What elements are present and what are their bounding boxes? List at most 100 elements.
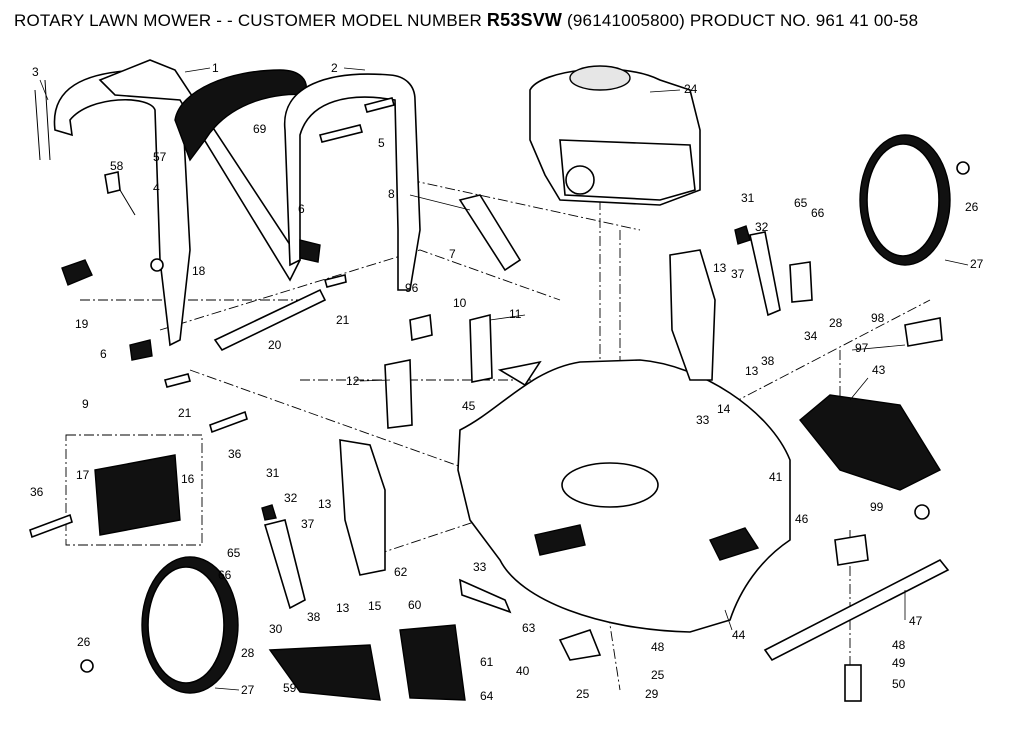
- bolt-18: [150, 258, 164, 272]
- callout-5: 5: [378, 136, 385, 150]
- nut-99: [914, 504, 930, 520]
- nut-26b: [956, 161, 970, 175]
- callout-44: 44: [732, 628, 746, 642]
- flap-kit-box: [65, 434, 203, 546]
- callout-61: 61: [480, 655, 494, 669]
- handle-bracket: [458, 194, 522, 272]
- callout-37b: 37: [301, 517, 315, 531]
- callout-63: 63: [522, 621, 536, 635]
- callout-29: 29: [645, 687, 659, 701]
- bolt-36a: [29, 513, 73, 539]
- model-number: R53SVW: [486, 10, 563, 30]
- callout-48a: 48: [651, 640, 665, 654]
- lower-handle: [284, 73, 421, 291]
- mulch-plug-64: [399, 624, 466, 701]
- bolt-5b: [364, 97, 395, 113]
- arm-32a: [263, 519, 306, 610]
- callout-25a: 25: [651, 668, 665, 682]
- callout-98: 98: [871, 311, 885, 325]
- callout-labels: 1 2 3 4 5 6 6 7 8 9 10 11 12 13 13 13 13…: [30, 61, 984, 703]
- callout-50: 50: [892, 677, 906, 691]
- callout-36b: 36: [30, 485, 44, 499]
- cutting-parts: [763, 317, 950, 702]
- handle-bar: [98, 59, 301, 282]
- callout-33b: 33: [473, 560, 487, 574]
- plate-11: [469, 313, 493, 383]
- callout-17: 17: [76, 468, 90, 482]
- flap-17: [94, 454, 181, 536]
- callout-32a: 32: [755, 220, 769, 234]
- callout-1: 1: [212, 61, 219, 75]
- callout-60: 60: [408, 598, 422, 612]
- leader-lines: [39, 67, 969, 691]
- callout-34: 34: [804, 329, 818, 343]
- bracket-15: [339, 439, 386, 576]
- chute-59: [268, 644, 381, 701]
- bolt-21: [324, 274, 347, 288]
- wheels: [80, 134, 970, 694]
- upper-handle: [53, 69, 191, 347]
- nut-26a: [80, 659, 94, 673]
- deck-slot-2: [709, 527, 760, 561]
- callout-65b: 65: [227, 546, 241, 560]
- engine-top: [569, 65, 631, 91]
- callout-14: 14: [717, 402, 731, 416]
- blade-47: [763, 558, 950, 662]
- callout-30: 30: [269, 622, 283, 636]
- callout-6b: 6: [100, 347, 107, 361]
- blade-adapter-43: [799, 394, 941, 491]
- callout-46: 46: [795, 512, 809, 526]
- callout-99: 99: [870, 500, 884, 514]
- handle-grip: [174, 69, 307, 162]
- callout-21b: 21: [178, 406, 192, 420]
- lever-60: [459, 578, 512, 614]
- rear-wheel-hub: [147, 566, 225, 684]
- rear-flap-assembly: [29, 410, 248, 546]
- callout-96: 96: [405, 281, 419, 295]
- cable-rod: [34, 79, 51, 161]
- engine: [529, 65, 701, 206]
- bolt-5a: [319, 124, 363, 143]
- callout-21a: 21: [336, 313, 350, 327]
- rod-20: [213, 288, 327, 352]
- callout-41: 41: [769, 470, 783, 484]
- clip-31a: [261, 504, 277, 521]
- callout-6: 6: [298, 202, 305, 216]
- bolt-50: [844, 664, 862, 702]
- callout-26a: 26: [77, 635, 91, 649]
- callout-15: 15: [368, 599, 382, 613]
- bracket-97: [904, 317, 943, 347]
- knob-6: [299, 239, 321, 263]
- callout-38b: 38: [307, 610, 321, 624]
- bracket-34: [789, 261, 813, 303]
- callout-65a: 65: [794, 196, 808, 210]
- knob-19: [61, 259, 93, 286]
- callout-66a: 66: [811, 206, 825, 220]
- callout-3: 3: [32, 65, 39, 79]
- callout-57: 57: [153, 150, 167, 164]
- callout-64: 64: [480, 689, 494, 703]
- callout-69: 69: [253, 122, 267, 136]
- callout-10: 10: [453, 296, 467, 310]
- callout-48b: 48: [892, 638, 906, 652]
- bolt-21b: [164, 373, 191, 388]
- callout-31a: 31: [741, 191, 755, 205]
- bolt-36b: [209, 410, 248, 434]
- callout-43: 43: [872, 363, 886, 377]
- callout-37a: 37: [731, 267, 745, 281]
- callout-32b: 32: [284, 491, 298, 505]
- callout-2: 2: [331, 61, 338, 75]
- front-wheel-hub: [866, 143, 940, 257]
- callout-59: 59: [283, 681, 297, 695]
- cable-clip: [104, 171, 121, 194]
- callout-16: 16: [181, 472, 195, 486]
- callout-97: 97: [855, 341, 869, 355]
- deck-slot-1: [534, 524, 586, 556]
- callout-58: 58: [110, 159, 124, 173]
- callout-27a: 27: [241, 683, 255, 697]
- callout-19: 19: [75, 317, 89, 331]
- adapter-46: [834, 534, 869, 566]
- callout-28a: 28: [829, 316, 843, 330]
- callout-28b: 28: [241, 646, 255, 660]
